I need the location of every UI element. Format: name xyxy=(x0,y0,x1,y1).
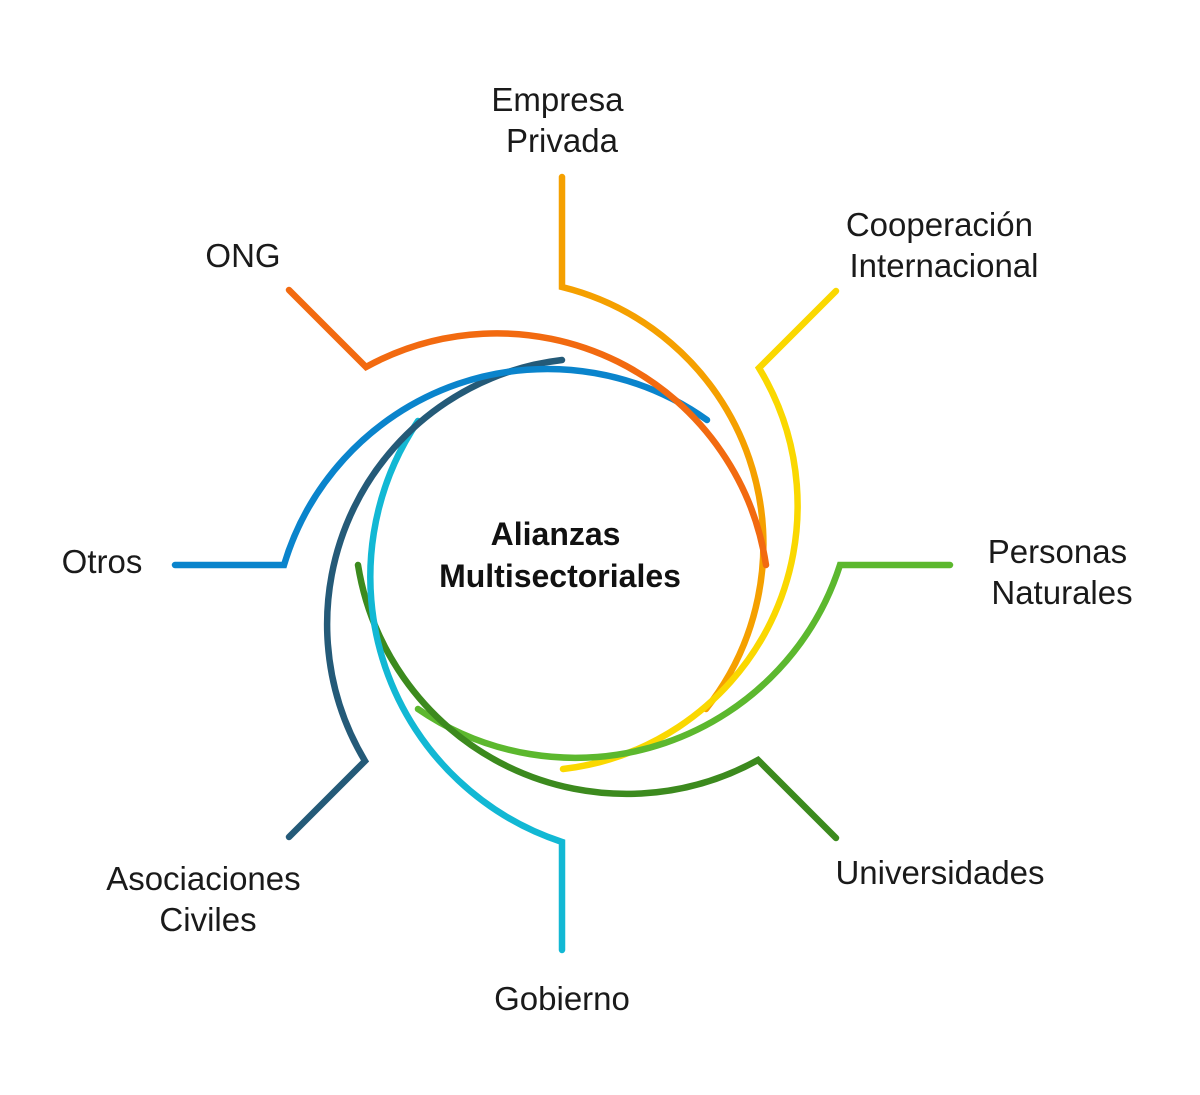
ong-label: ONG xyxy=(205,237,280,274)
personas-naturales-arc xyxy=(414,561,954,762)
gobierno-arc xyxy=(367,417,566,954)
ong-arc xyxy=(285,286,770,569)
universidades-label: Universidades xyxy=(835,854,1044,891)
personas-naturales-label: Personas Naturales xyxy=(988,533,1137,611)
asociaciones-civiles-arc xyxy=(285,356,566,841)
empresa-privada-arc xyxy=(558,173,767,713)
empresa-privada-label: Empresa Privada xyxy=(491,81,632,159)
universidades-arc xyxy=(354,561,840,842)
gobierno-label: Gobierno xyxy=(494,980,630,1017)
otros-arc xyxy=(171,365,711,569)
otros-label: Otros xyxy=(62,543,143,580)
cooperacion-internacional-label: Cooperación Internacional xyxy=(846,206,1042,284)
asociaciones-civiles-label: Asociaciones Civiles xyxy=(106,860,310,938)
center-title: Alianzas Multisectoriales xyxy=(439,516,681,594)
